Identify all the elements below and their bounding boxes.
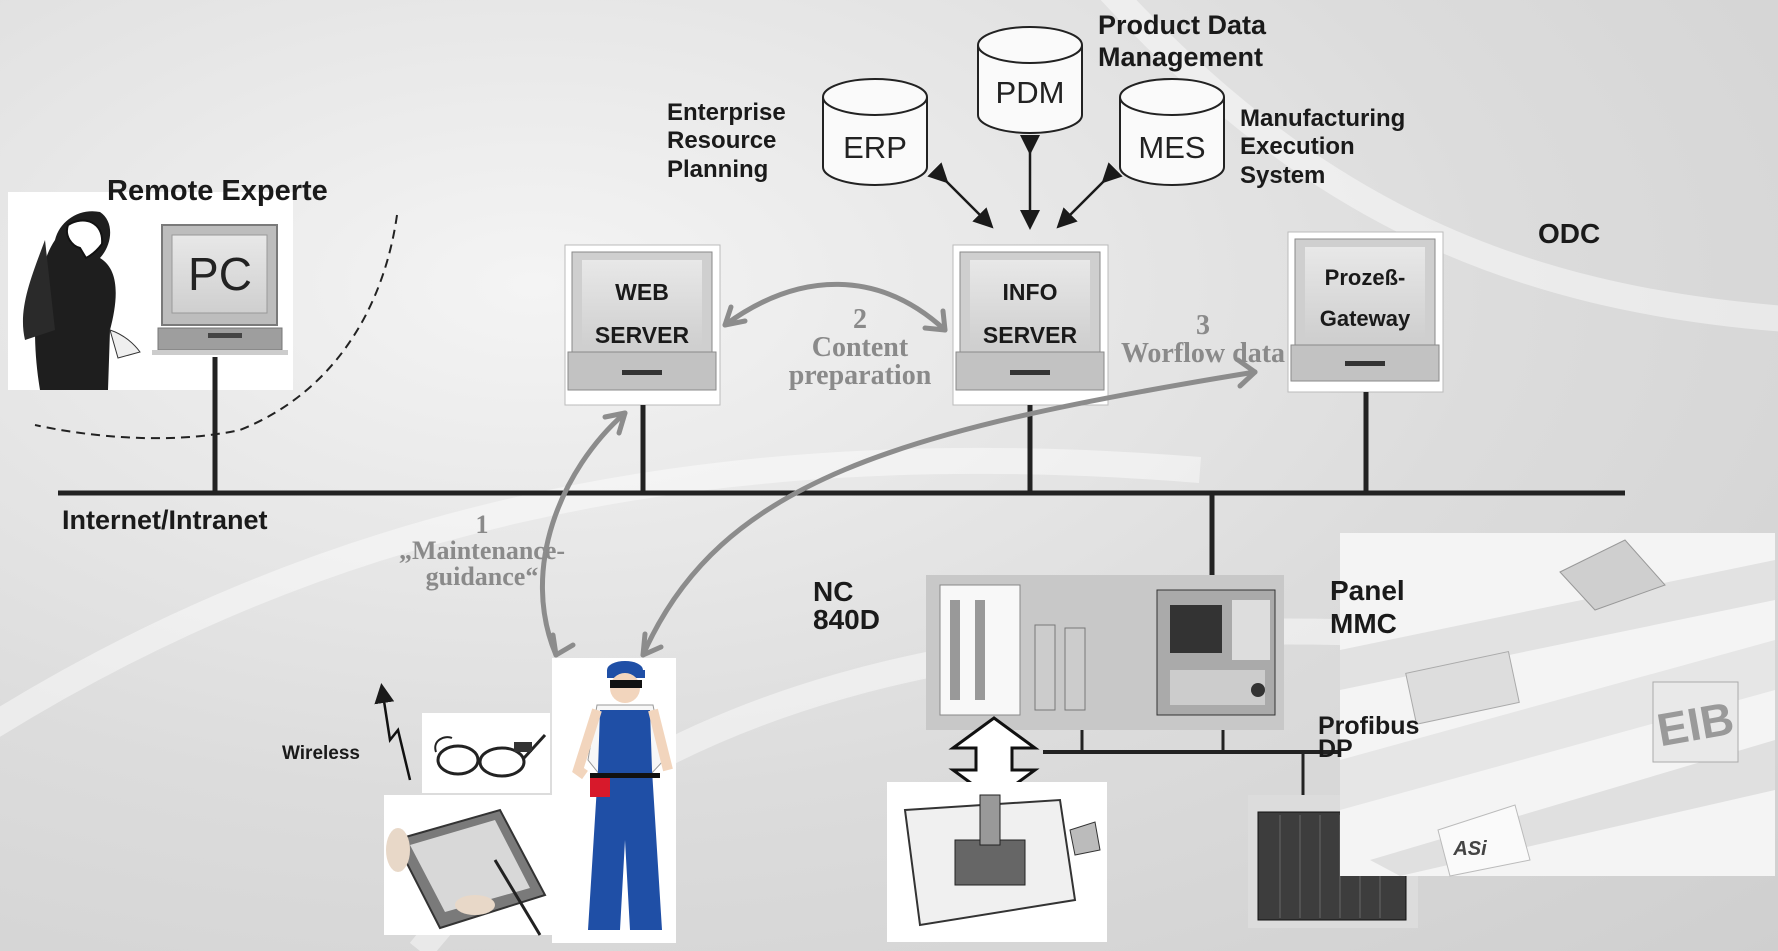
erp-db-label: ERP bbox=[843, 130, 907, 165]
wireless-signal-icon bbox=[374, 683, 412, 781]
machine-tool-picture bbox=[887, 782, 1107, 942]
process-gateway-icon bbox=[1287, 231, 1444, 393]
wireless-label: Wireless bbox=[282, 743, 360, 764]
database-arrows bbox=[927, 135, 1123, 230]
erp-database-icon bbox=[822, 78, 928, 186]
nc-840d-hardware-picture bbox=[926, 575, 1284, 730]
odc-label: ODC bbox=[1538, 218, 1601, 249]
flow-arrows bbox=[540, 281, 1258, 658]
pdm-database-icon bbox=[977, 26, 1083, 134]
mes-db-label: MES bbox=[1138, 130, 1205, 165]
pc-computer-icon: PC bbox=[152, 224, 288, 355]
info-server-icon bbox=[952, 244, 1109, 406]
internet-intranet-label: Internet/Intranet bbox=[62, 505, 268, 535]
process-gateway-label: Prozeß-Gateway bbox=[1319, 265, 1411, 331]
remote-experte-label: Remote Experte bbox=[107, 175, 328, 207]
web-server-icon bbox=[564, 244, 721, 406]
mes-database-icon bbox=[1119, 78, 1225, 186]
asi-logo: ASi bbox=[1452, 838, 1487, 860]
tablet-device-picture bbox=[384, 795, 554, 936]
pc-label: PC bbox=[188, 248, 252, 300]
network-boundary-dashed bbox=[34, 214, 398, 440]
data-glasses-picture bbox=[422, 713, 550, 793]
fieldbus-logos-picture: EIB ASi bbox=[1340, 533, 1775, 877]
pdm-db-label: PDM bbox=[996, 75, 1065, 110]
network-lines bbox=[58, 357, 1625, 795]
maintenance-worker-picture bbox=[552, 658, 676, 943]
flow-1-maintenance-guidance: 1„Maintenance-guidance“ bbox=[398, 510, 566, 591]
